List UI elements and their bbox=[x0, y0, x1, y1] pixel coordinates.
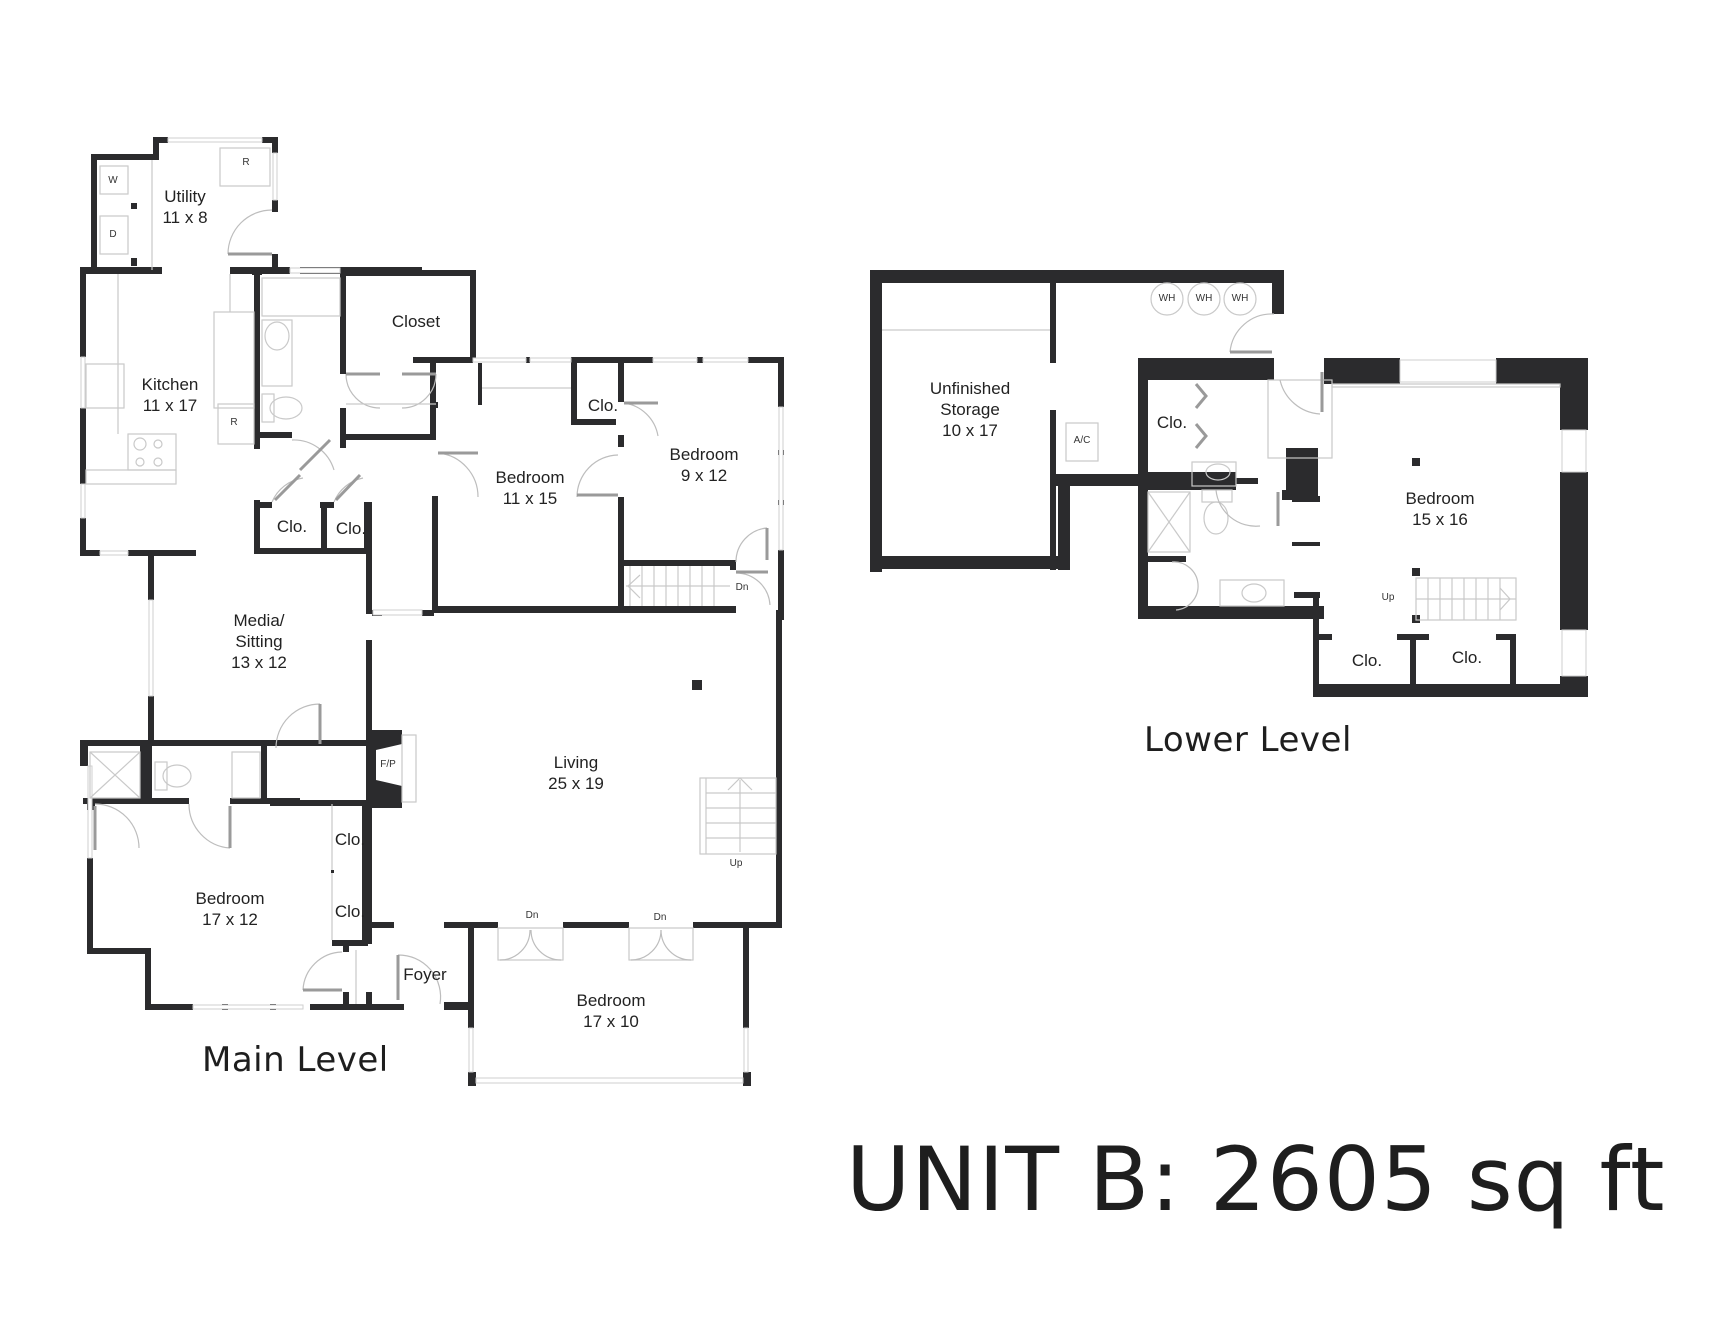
room-bedroom-9x12: Bedroom 9 x 12 bbox=[670, 444, 739, 486]
room-name: Clo. bbox=[334, 830, 366, 849]
room-name: Clo. bbox=[335, 519, 367, 538]
lower-level-label: Lower Level bbox=[1144, 720, 1352, 760]
room-name: Living bbox=[553, 753, 599, 772]
room-unfinished-storage: Unfinished Storage 10 x 17 bbox=[930, 378, 1010, 441]
room-closet-bedroom-9x12: Clo. bbox=[588, 395, 618, 416]
room-name-line2: Storage bbox=[940, 400, 1000, 419]
room-name: Clo. bbox=[1156, 413, 1188, 432]
unit-area-title: UNIT B: 2605 sq ft bbox=[846, 1128, 1666, 1231]
door-down-label-1: Dn bbox=[525, 910, 539, 921]
room-closet-hall-2: Clo. bbox=[336, 518, 366, 539]
room-media-sitting: Media/ Sitting 13 x 12 bbox=[231, 610, 287, 673]
room-bedroom-17x12: Bedroom 17 x 12 bbox=[196, 888, 265, 930]
room-name: Bedroom bbox=[1405, 489, 1475, 508]
main-level-label: Main Level bbox=[202, 1040, 389, 1080]
room-kitchen: Kitchen 11 x 17 bbox=[142, 374, 199, 416]
water-heater-label-1: WH bbox=[1158, 293, 1176, 304]
room-name: Bedroom bbox=[495, 468, 565, 487]
room-name: Clo. bbox=[276, 517, 308, 536]
door-down-label-2: Dn bbox=[653, 912, 667, 923]
room-closet-bedroom-17x12-a: Clo. bbox=[335, 829, 365, 850]
room-size: 9 x 12 bbox=[680, 466, 728, 485]
room-closet-bedroom-2: Clo. bbox=[1452, 647, 1482, 668]
stairs-up-label: Up bbox=[729, 858, 743, 869]
room-name: Foyer bbox=[403, 965, 447, 984]
room-size: 11 x 8 bbox=[162, 208, 208, 227]
lower-level-walls bbox=[870, 270, 1588, 697]
room-name: Clo. bbox=[1351, 651, 1383, 670]
room-name: Clo. bbox=[334, 902, 366, 921]
room-name: Clo. bbox=[587, 396, 619, 415]
lower-level-fixtures bbox=[882, 282, 1587, 677]
main-level-walls bbox=[80, 137, 784, 1086]
room-size: 17 x 12 bbox=[202, 910, 258, 929]
room-size: 11 x 17 bbox=[142, 396, 198, 415]
stairs-down-label: Dn bbox=[735, 582, 749, 593]
room-closet-hall-1: Clo. bbox=[277, 516, 307, 537]
room-size: 17 x 10 bbox=[583, 1012, 639, 1031]
room-bedroom-11x15: Bedroom 11 x 15 bbox=[496, 467, 565, 509]
room-utility: Utility 11 x 8 bbox=[162, 186, 207, 228]
room-size: 11 x 15 bbox=[502, 489, 558, 508]
main-level-fixtures bbox=[80, 137, 784, 1084]
room-bedroom-15x16: Bedroom 15 x 16 bbox=[1406, 488, 1475, 530]
room-size: 15 x 16 bbox=[1412, 510, 1468, 529]
room-name-line1: Unfinished bbox=[929, 379, 1011, 398]
ac-label: A/C bbox=[1073, 435, 1091, 446]
washer-label: W bbox=[108, 175, 118, 186]
stairs-up-label: Up bbox=[1381, 592, 1395, 603]
water-heater-label-3: WH bbox=[1231, 293, 1249, 304]
room-size: 10 x 17 bbox=[942, 421, 998, 440]
room-closet-bedroom-17x12-b: Clo. bbox=[335, 901, 365, 922]
room-foyer: Foyer bbox=[403, 964, 446, 985]
water-heater-label-2: WH bbox=[1195, 293, 1213, 304]
room-closet-bath: Clo. bbox=[1157, 412, 1187, 433]
room-name: Bedroom bbox=[195, 889, 265, 908]
room-size: 13 x 12 bbox=[231, 653, 287, 672]
utility-fridge-label: R bbox=[242, 157, 250, 168]
room-size: 25 x 19 bbox=[548, 774, 604, 793]
dryer-label: D bbox=[109, 229, 117, 240]
room-name-line2: Sitting bbox=[235, 632, 283, 651]
room-closet-bedroom-1: Clo. bbox=[1352, 650, 1382, 671]
room-name: Bedroom bbox=[669, 445, 739, 464]
room-name: Utility bbox=[164, 187, 206, 206]
room-name: Clo. bbox=[1451, 648, 1483, 667]
room-bedroom-17x10: Bedroom 17 x 10 bbox=[577, 990, 646, 1032]
room-name: Kitchen bbox=[141, 375, 199, 394]
kitchen-fridge-label: R bbox=[230, 417, 238, 428]
room-closet: Closet bbox=[392, 311, 440, 332]
room-name: Closet bbox=[391, 312, 441, 331]
room-name: Bedroom bbox=[576, 991, 646, 1010]
fireplace-label: F/P bbox=[380, 759, 396, 770]
room-living: Living 25 x 19 bbox=[548, 752, 604, 794]
room-name-line1: Media/ bbox=[233, 611, 285, 630]
